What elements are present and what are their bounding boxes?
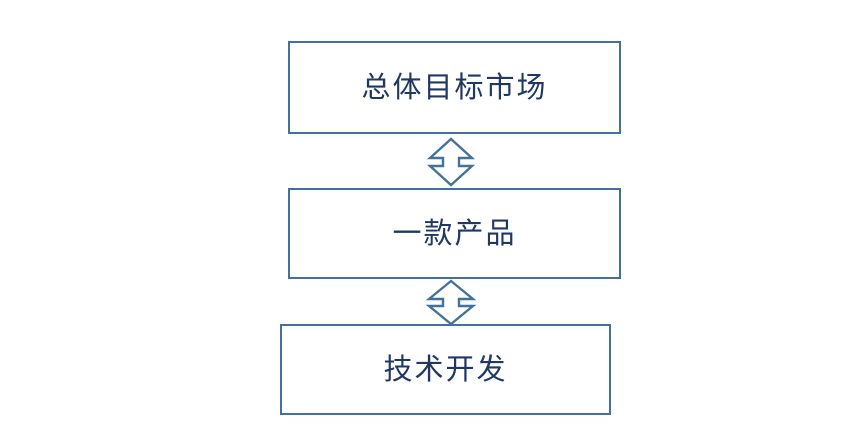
diagram-node-one-product[interactable]: 一款产品 [288, 188, 621, 279]
diagram-node-tech-dev[interactable]: 技术开发 [280, 324, 611, 415]
diagram-node-label: 技术开发 [383, 352, 508, 386]
diagram-node-label: 一款产品 [392, 216, 517, 250]
diagram-node-total-market[interactable]: 总体目标市场 [288, 41, 621, 134]
diagram-node-label: 总体目标市场 [361, 70, 548, 104]
double-arrow-up-down-icon [426, 137, 476, 187]
double-arrow-up-down-icon [425, 279, 477, 326]
